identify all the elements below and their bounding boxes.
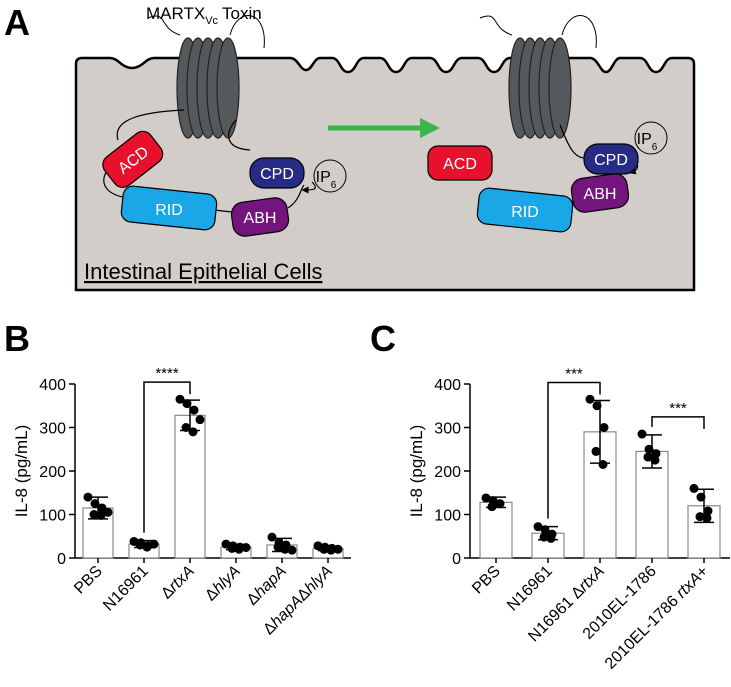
acd-domain-left: ACD	[102, 130, 164, 188]
data-point	[189, 405, 199, 415]
data-point	[149, 539, 159, 549]
significance-bracket	[651, 416, 705, 429]
y-tick-label: 300	[39, 421, 66, 438]
rid-domain-right: RID	[476, 187, 574, 233]
svg-text:RID: RID	[511, 204, 539, 221]
toxin-pore-left	[147, 15, 265, 139]
bar	[479, 501, 513, 559]
y-tick-label: 200	[434, 464, 461, 481]
data-point	[181, 423, 191, 432]
y-tick-label: 400	[39, 377, 66, 394]
data-point	[495, 499, 505, 509]
x-tick-label: N16961	[100, 563, 152, 615]
acd-domain-right: ACD	[427, 145, 493, 181]
toxin-tail	[561, 15, 597, 49]
svg-text:CPD: CPD	[594, 152, 628, 169]
ip6-label: IP6	[637, 131, 658, 153]
cpd-domain-right: CPD	[583, 143, 639, 175]
svg-text:ABH: ABH	[244, 210, 277, 227]
bar	[174, 414, 206, 559]
data-point	[703, 506, 713, 516]
y-tick-label: 200	[39, 464, 66, 481]
data-point	[481, 493, 491, 503]
ip6-label: IP6	[316, 169, 337, 191]
x-tick-label: PBS	[469, 563, 504, 598]
svg-text:RID: RID	[155, 202, 183, 219]
cell-label: Intestinal Epithelial Cells	[84, 259, 322, 284]
toxin-tail	[147, 15, 181, 36]
cpd-domain-left: CPD	[249, 157, 305, 189]
data-point	[273, 542, 283, 552]
y-tick-label: 0	[57, 551, 66, 568]
toxin-barrel-segment	[548, 37, 572, 139]
x-tick-label: ΔhlyA	[202, 563, 244, 605]
svg-text:ABH: ABH	[584, 186, 617, 203]
data-point	[591, 446, 601, 456]
data-point	[689, 483, 699, 493]
panel-label-a: A	[4, 2, 30, 43]
toxin-barrel-segment	[216, 37, 240, 139]
toxin-tail	[479, 15, 513, 36]
y-tick-label: 100	[39, 508, 66, 525]
y-axis-label: IL-8 (pg/mL)	[407, 425, 426, 518]
ip6-right: IP6	[634, 121, 668, 155]
abh-domain-left: ABH	[230, 197, 290, 237]
data-point	[267, 532, 277, 542]
y-tick-label: 100	[434, 508, 461, 525]
significance-label: ****	[155, 365, 179, 382]
significance-bracket	[547, 381, 601, 519]
data-point	[89, 510, 99, 519]
data-point	[643, 452, 653, 462]
x-tick-label: 2010EL-1786 rtxA+	[602, 563, 712, 673]
ip6-arrow	[301, 181, 316, 194]
significance-label: ***	[669, 400, 687, 417]
panel-label-c: C	[370, 318, 396, 359]
ip6-left: IP6	[313, 159, 347, 193]
data-point	[599, 423, 609, 432]
data-point	[319, 544, 329, 554]
data-point	[637, 429, 647, 439]
significance-label: ***	[565, 366, 583, 383]
data-point	[585, 394, 595, 404]
x-tick-label: ΔrtxA	[158, 563, 198, 603]
svg-text:ACD: ACD	[443, 156, 477, 173]
significance-bracket	[143, 381, 191, 533]
data-point	[287, 545, 297, 555]
data-point	[195, 415, 205, 425]
linker-line	[228, 119, 251, 151]
y-tick-label: 400	[434, 377, 461, 394]
abh-domain-right: ABH	[570, 173, 630, 213]
y-tick-label: 300	[434, 421, 461, 438]
y-tick-label: 0	[452, 551, 461, 568]
svg-text:CPD: CPD	[260, 166, 294, 183]
data-point	[487, 502, 497, 512]
y-axis-label: IL-8 (pg/mL)	[12, 425, 31, 518]
data-point	[227, 543, 237, 553]
linker-line	[213, 209, 233, 213]
panel-label-b: B	[4, 318, 30, 359]
data-point	[333, 544, 343, 554]
toxin-tail	[229, 15, 265, 49]
linker-line	[116, 109, 185, 141]
x-tick-label: N16961	[504, 563, 556, 615]
x-tick-label: ΔhapA	[244, 563, 290, 609]
data-point	[175, 394, 185, 404]
x-tick-label: PBS	[71, 563, 106, 598]
rid-domain-left: RID	[120, 185, 218, 231]
data-point	[103, 507, 113, 517]
toxin-pore-right	[479, 15, 597, 139]
data-point	[695, 512, 705, 522]
